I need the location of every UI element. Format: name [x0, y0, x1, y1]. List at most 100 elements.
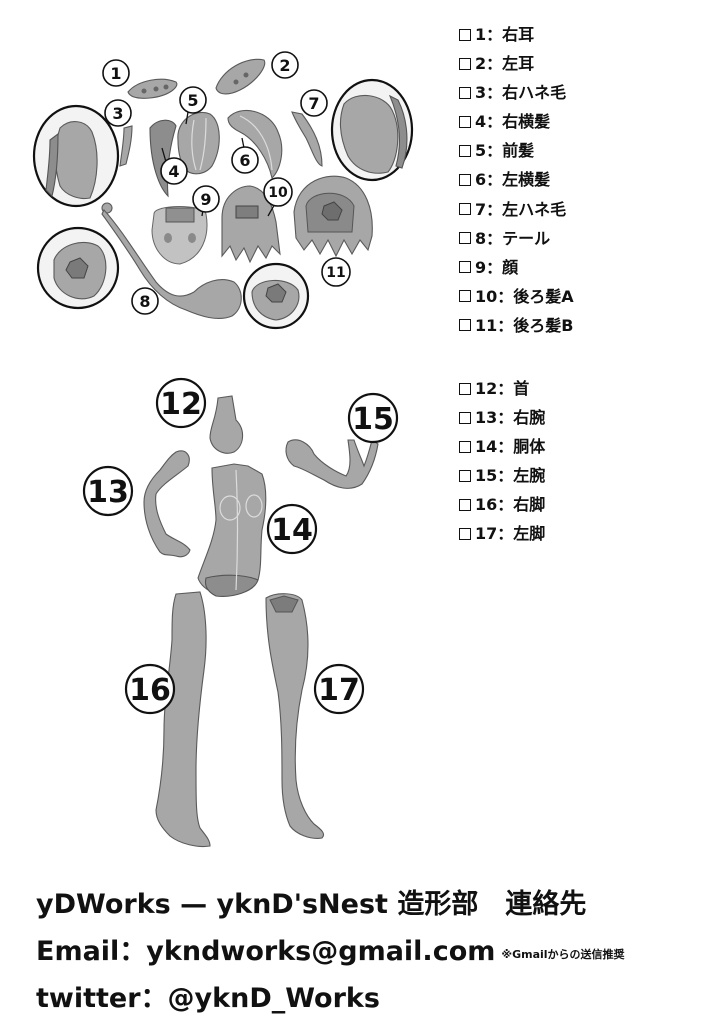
label-circle-4: 4 — [160, 157, 188, 185]
svg-text:1: 1 — [110, 64, 121, 83]
checklist-item[interactable]: 17：左脚 — [459, 519, 545, 548]
checklist-label: 6：左横髪 — [475, 170, 551, 190]
checklist-item[interactable]: 11：後ろ髪B — [459, 311, 574, 340]
svg-text:5: 5 — [187, 91, 198, 110]
part-14-torso — [197, 463, 267, 597]
zoom-detail-tail — [36, 226, 120, 310]
label-circle-14: 14 — [266, 503, 318, 555]
checkbox-icon[interactable] — [459, 382, 471, 395]
checkbox-icon[interactable] — [459, 411, 471, 424]
checklist-label: 1：右耳 — [475, 25, 535, 44]
label-circle-1: 1 — [102, 59, 130, 87]
svg-text:2: 2 — [279, 56, 290, 75]
zoom-detail-left — [32, 104, 120, 208]
part-16-right-leg — [155, 591, 211, 848]
checkbox-icon[interactable] — [459, 469, 471, 482]
part-12-neck — [209, 395, 244, 454]
checklist-item[interactable]: 6：左横髪 — [459, 165, 574, 194]
checklist-label: 10：後ろ髪A — [475, 286, 574, 306]
checklist-item[interactable]: 9：顔 — [459, 253, 574, 282]
label-circle-17: 17 — [313, 663, 365, 715]
label-circle-6: 6 — [231, 146, 259, 174]
checklist-label: 11：後ろ髪B — [475, 315, 574, 335]
checklist-label: 13：右腕 — [475, 408, 546, 428]
checklist-item[interactable]: 2：左耳 — [459, 49, 574, 78]
checklist-item[interactable]: 12：首 — [459, 374, 545, 403]
label-circle-2: 2 — [271, 51, 299, 79]
label-circle-10: 10 — [263, 177, 293, 207]
checkbox-icon[interactable] — [459, 203, 471, 216]
checkbox-icon[interactable] — [459, 290, 471, 303]
email-text[interactable]: Email：ykndworks@gmail.com — [36, 936, 496, 967]
checklist-item[interactable]: 3：右ハネ毛 — [459, 78, 574, 107]
part-2-left-ear — [215, 58, 266, 95]
svg-text:12: 12 — [160, 387, 202, 422]
checklist-item[interactable]: 14：胴体 — [459, 432, 545, 461]
label-circle-11: 11 — [321, 257, 351, 287]
svg-text:17: 17 — [318, 673, 360, 708]
svg-text:15: 15 — [352, 402, 394, 437]
svg-text:16: 16 — [129, 673, 171, 708]
contact-heading: yDWorks — yknD'sNest 造形部 連絡先 — [36, 889, 587, 920]
part-6-left-side-hair — [227, 109, 283, 180]
checkbox-icon[interactable] — [459, 528, 471, 541]
checklist-label: 2：左耳 — [475, 54, 535, 74]
checklist-label: 3：右ハネ毛 — [475, 83, 567, 103]
checklist-label: 14：胴体 — [475, 437, 546, 457]
part-3-right-hane — [119, 125, 133, 167]
part-15-left-arm — [285, 439, 379, 489]
checklist-item[interactable]: 16：右脚 — [459, 490, 545, 519]
checkbox-icon[interactable] — [459, 440, 471, 453]
label-circle-3: 3 — [104, 99, 132, 127]
checklist-label: 17：左脚 — [475, 524, 546, 544]
checklist-item[interactable]: 1：右耳 — [459, 20, 574, 49]
svg-text:13: 13 — [87, 475, 129, 510]
checkbox-icon[interactable] — [459, 86, 471, 99]
checklist-item[interactable]: 10：後ろ髪A — [459, 282, 574, 311]
checklist-item[interactable]: 4：右横髪 — [459, 107, 574, 136]
checkbox-icon[interactable] — [459, 174, 471, 187]
checklist-item[interactable]: 7：左ハネ毛 — [459, 195, 574, 224]
label-circle-15: 15 — [347, 392, 399, 444]
checklist-label: 15：左腕 — [475, 466, 546, 486]
checklist-item[interactable]: 15：左腕 — [459, 461, 545, 490]
checklist-label: 12：首 — [475, 379, 530, 398]
checklist-label: 4：右横髪 — [475, 112, 551, 132]
svg-text:11: 11 — [326, 265, 345, 281]
checklist-item[interactable]: 5：前髪 — [459, 136, 574, 165]
part-9-face — [151, 206, 208, 265]
checkbox-icon[interactable] — [459, 28, 471, 41]
checkbox-icon[interactable] — [459, 57, 471, 70]
checklist-label: 7：左ハネ毛 — [475, 199, 567, 219]
part-1-right-ear — [127, 78, 178, 99]
label-circle-8: 8 — [131, 287, 159, 315]
svg-text:7: 7 — [308, 94, 319, 113]
checkbox-icon[interactable] — [459, 498, 471, 511]
part-13-right-arm — [143, 450, 191, 558]
label-circle-7: 7 — [300, 89, 328, 117]
checklist-item[interactable]: 8：テール — [459, 224, 574, 253]
checklist-item[interactable]: 13：右腕 — [459, 403, 545, 432]
zoom-detail-back-hair — [242, 262, 310, 330]
svg-text:10: 10 — [268, 185, 288, 201]
svg-text:6: 6 — [239, 151, 250, 170]
label-circle-16: 16 — [124, 663, 176, 715]
checkbox-icon[interactable] — [459, 232, 471, 245]
label-circle-13: 13 — [82, 465, 134, 517]
checkbox-icon[interactable] — [459, 115, 471, 128]
checklist-label: 16：右脚 — [475, 495, 546, 515]
checkbox-icon[interactable] — [459, 144, 471, 157]
part-7-left-hane — [291, 111, 323, 167]
svg-text:3: 3 — [112, 104, 123, 123]
checklist-label: 8：テール — [475, 228, 551, 248]
label-circle-12: 12 — [155, 377, 207, 429]
zoom-detail-right — [330, 78, 414, 182]
part-8-tail — [101, 202, 242, 319]
checklist-label: 5：前髪 — [475, 141, 535, 161]
parts-checklist-body: 12：首 13：右腕 14：胴体 15：左腕 16：右脚 17：左脚 — [459, 374, 545, 549]
contact-twitter[interactable]: twitter：@yknD_Works — [36, 983, 380, 1014]
checkbox-icon[interactable] — [459, 261, 471, 274]
checkbox-icon[interactable] — [459, 319, 471, 332]
part-17-left-leg — [265, 593, 325, 839]
svg-text:9: 9 — [200, 190, 211, 209]
